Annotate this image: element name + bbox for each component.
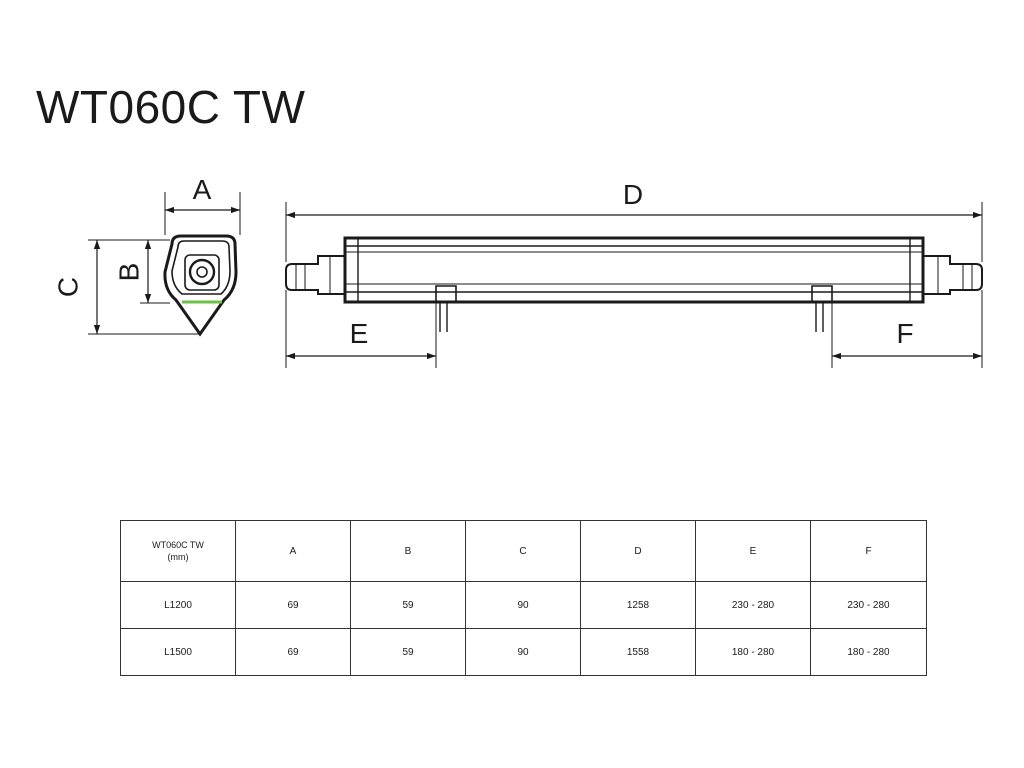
dim-f-label: F [896, 318, 913, 349]
table-header-row: WT060C TW (mm) A B C D E F [120, 520, 927, 582]
table-cell: 180 - 280 [695, 628, 811, 676]
dim-a-label: A [193, 174, 212, 205]
column-header: A [235, 520, 351, 582]
dim-b-label: B [113, 263, 144, 282]
column-header: B [350, 520, 466, 582]
row-model: L1500 [120, 628, 236, 676]
column-header: F [810, 520, 927, 582]
table-cell: 69 [235, 581, 351, 629]
table-row: L1200 69 59 90 1258 230 - 280 230 - 280 [120, 581, 927, 629]
table-cell: 1558 [580, 628, 696, 676]
table-header-model: WT060C TW (mm) [120, 520, 236, 582]
column-header: C [465, 520, 581, 582]
row-model: L1200 [120, 581, 236, 629]
side-view [285, 202, 983, 368]
dim-d-label: D [623, 179, 643, 210]
table-cell: 69 [235, 628, 351, 676]
table-cell: 90 [465, 628, 581, 676]
table-cell: 180 - 280 [810, 628, 927, 676]
table-cell: 90 [465, 581, 581, 629]
table-cell: 230 - 280 [695, 581, 811, 629]
table-cell: 59 [350, 581, 466, 629]
table-row: L1500 69 59 90 1558 180 - 280 180 - 280 [120, 628, 927, 676]
table-cell: 59 [350, 628, 466, 676]
table-cell: 1258 [580, 581, 696, 629]
column-header: E [695, 520, 811, 582]
column-header: D [580, 520, 696, 582]
dim-e-label: E [350, 318, 369, 349]
table-header-unit: (mm) [167, 552, 189, 562]
page-title: WT060C TW [36, 81, 306, 133]
table-header-title: WT060C TW [152, 540, 204, 550]
dim-c-label: C [52, 277, 83, 297]
table-cell: 230 - 280 [810, 581, 927, 629]
dimensions-table: WT060C TW (mm) A B C D E F L1200 69 59 9… [120, 520, 927, 676]
end-view [88, 192, 241, 337]
